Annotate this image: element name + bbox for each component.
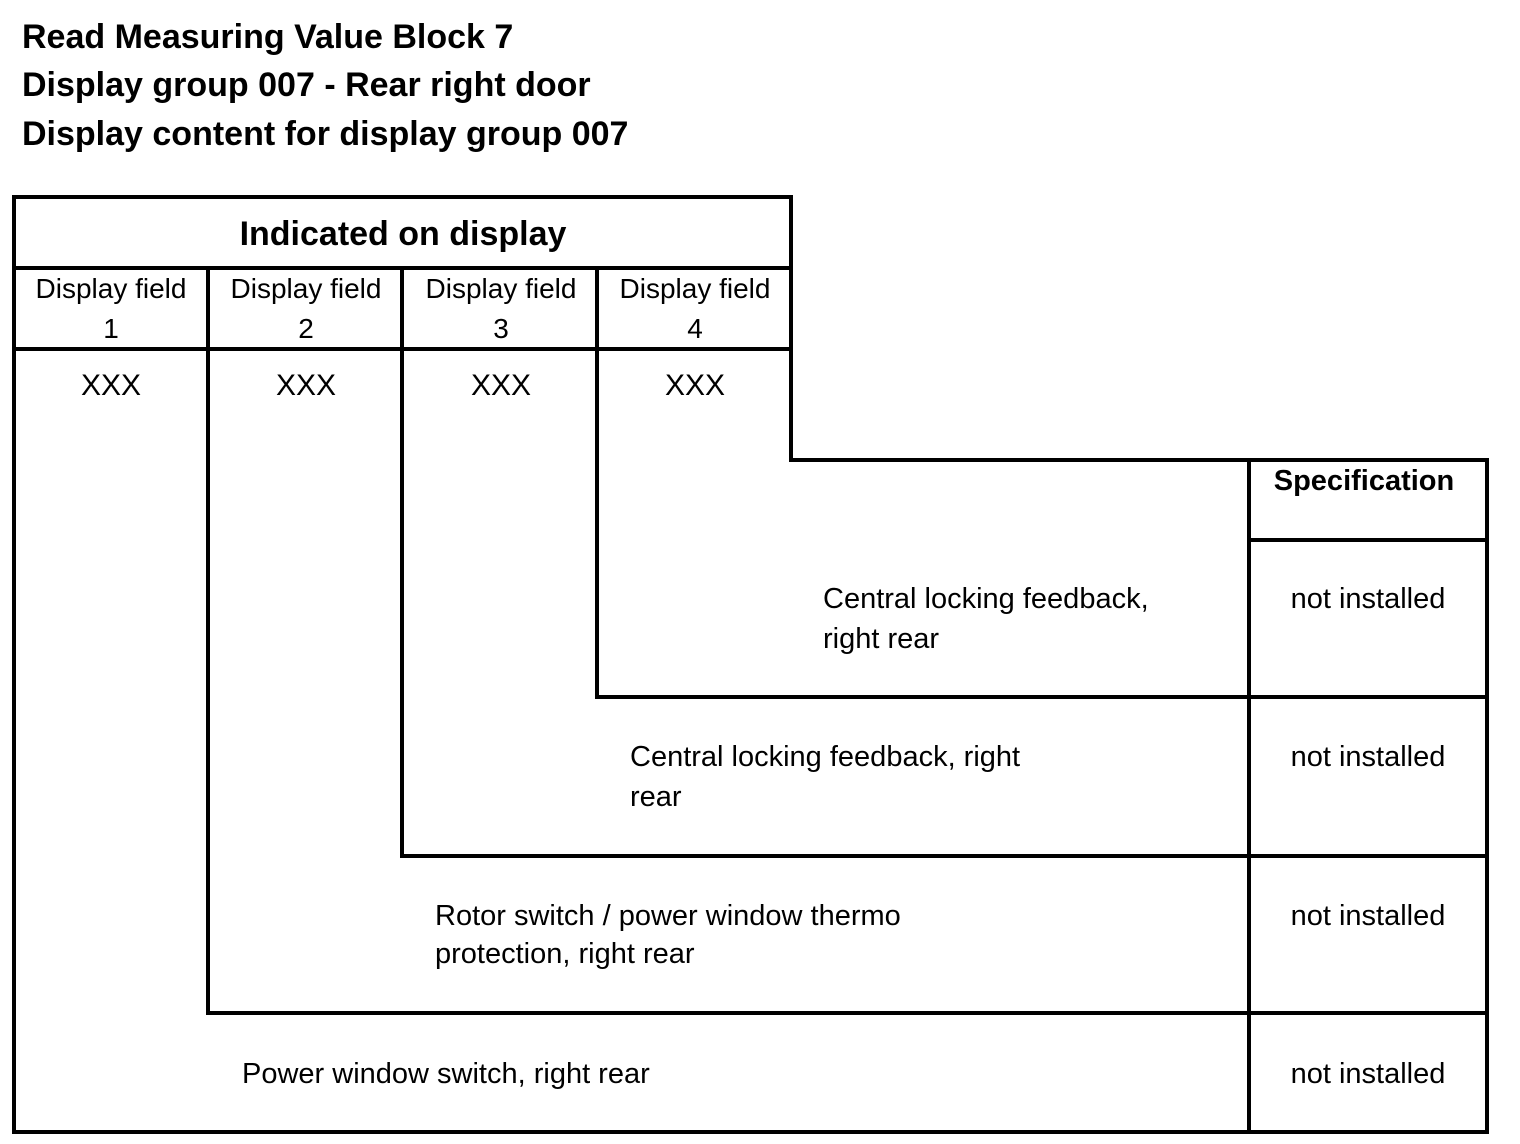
row-3-specification: not installed [1291,900,1446,932]
display-field-1-number: 1 [103,313,119,344]
heading-line-1: Read Measuring Value Block 7 [22,18,514,56]
row-4-specification: not installed [1291,1058,1446,1090]
display-field-2-value: XXX [276,369,336,402]
row-4-description-line-1: Power window switch, right rear [242,1058,650,1090]
display-field-1-value: XXX [81,369,141,402]
row-3-description-line-1: Rotor switch / power window thermo [435,900,901,932]
display-field-3-number: 3 [493,313,509,344]
display-field-4-number: 4 [687,313,703,344]
indicated-on-display-header: Indicated on display [240,215,567,253]
display-field-4-label: Display field [620,273,771,304]
diagram-lines [12,195,1489,1134]
row-3-description-line-2: protection, right rear [435,938,695,970]
display-field-2-number: 2 [298,313,314,344]
row-1-description-line-1: Central locking feedback, [823,583,1149,615]
specification-header: Specification [1274,465,1455,497]
heading-line-3: Display content for display group 007 [22,115,629,153]
display-field-1-label: Display field [36,273,187,304]
row-1-specification: not installed [1291,583,1446,615]
display-field-2-label: Display field [231,273,382,304]
row-2-description-line-1: Central locking feedback, right [630,741,1020,773]
row-2-specification: not installed [1291,741,1446,773]
display-field-3-value: XXX [471,369,531,402]
display-field-3-label: Display field [426,273,577,304]
row-1-description-line-2: right rear [823,623,939,655]
display-field-4-value: XXX [665,369,725,402]
row-2-description-line-2: rear [630,781,682,813]
heading-line-2: Display group 007 - Rear right door [22,66,591,104]
